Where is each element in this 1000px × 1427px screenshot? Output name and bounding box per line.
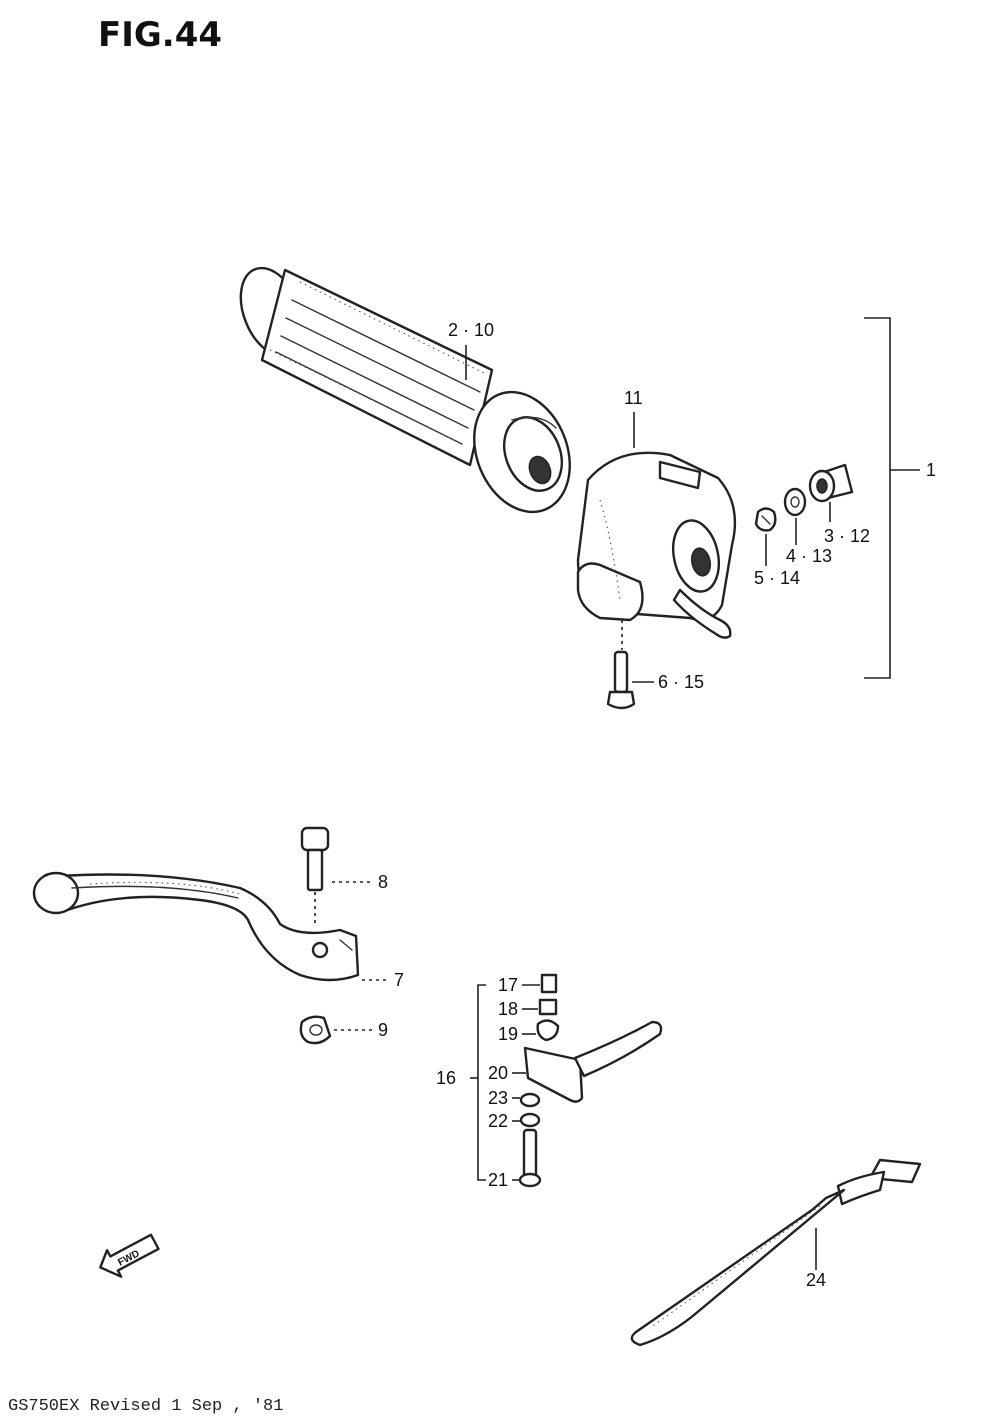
callout-17: 17 [498,975,518,995]
weight-plug [808,463,854,503]
callout-20: 20 [488,1063,508,1083]
callout-6-15: 6 · 15 [658,672,704,692]
lever-bolt [300,826,330,925]
callout-3-12: 3 · 12 [824,526,870,546]
callout-18: 18 [498,999,518,1019]
figure-title: FIG.44 [98,15,222,55]
fwd-arrow-icon: FWD [99,1233,160,1278]
lever-nut [299,1015,332,1045]
callout-9: 9 [378,1020,388,1040]
clutch-lever [32,871,360,982]
callout-21: 21 [488,1170,508,1190]
callout-22: 22 [488,1111,508,1131]
callout-16: 16 [436,1068,456,1088]
callout-1: 1 [926,460,936,480]
housing-screw [606,620,636,710]
footer-revision: GS750EX Revised 1 Sep , '81 [8,1397,283,1416]
callout-7: 7 [394,970,404,990]
callout-19: 19 [498,1024,518,1044]
callout-8: 8 [378,872,388,892]
clip [754,507,777,532]
cable-band [630,1158,922,1347]
callout-2-10: 2 · 10 [448,320,494,340]
switch-assembly [518,973,663,1188]
callout-24: 24 [806,1270,826,1290]
callout-4-13: 4 · 13 [786,546,832,566]
washer [783,487,807,517]
callout-5-14: 5 · 14 [754,568,800,588]
bracket-16 [477,984,486,1181]
handlebar-grip [239,266,571,514]
callout-23: 23 [488,1088,508,1108]
switch-housing [576,451,737,639]
callout-11: 11 [624,388,643,408]
bracket-1 [864,317,891,679]
